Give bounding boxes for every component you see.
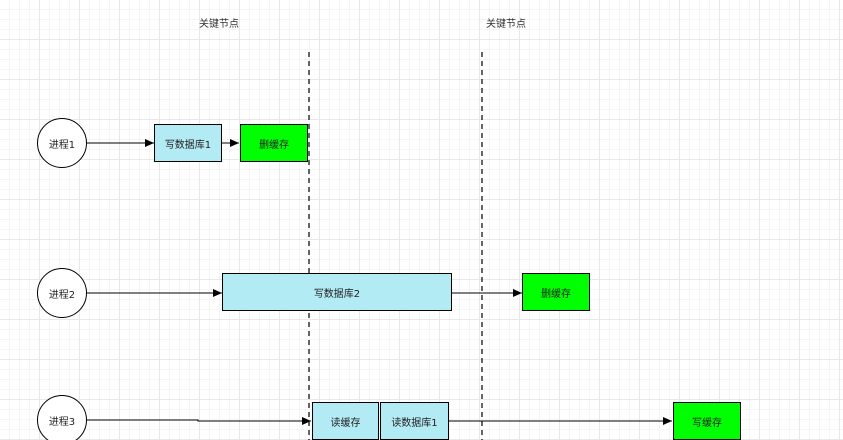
process-2-node[interactable]: 进程2 xyxy=(37,268,87,318)
p3-read-cache-box[interactable]: 读缓存 xyxy=(312,402,379,440)
process-3-node[interactable]: 进程3 xyxy=(37,395,87,440)
arrow-p3-to-read-cache xyxy=(87,417,311,425)
key-node-label-2: 关键节点 xyxy=(486,19,526,30)
p3-write-cache-box[interactable]: 写缓存 xyxy=(673,402,741,440)
p2-write-db-box[interactable]: 写数据库2 xyxy=(222,273,452,311)
key-node-label-1: 关键节点 xyxy=(199,19,239,30)
p3-read-db-box[interactable]: 读数据库1 xyxy=(380,402,449,440)
p2-delete-cache-box[interactable]: 删缓存 xyxy=(522,273,590,311)
p1-delete-cache-box[interactable]: 删缓存 xyxy=(240,124,308,162)
process-1-node[interactable]: 进程1 xyxy=(37,118,87,168)
p1-write-db-box[interactable]: 写数据库1 xyxy=(154,124,222,162)
